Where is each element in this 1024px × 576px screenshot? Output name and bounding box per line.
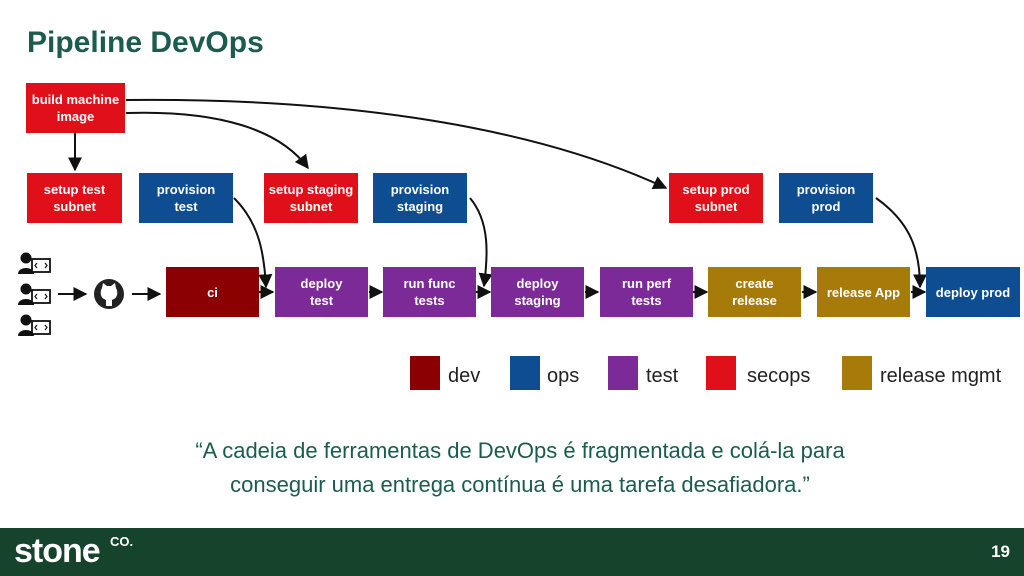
legend-label-ops: ops — [547, 365, 579, 387]
box-setup-staging-subnet-rect — [264, 173, 358, 223]
legend-swatch-secops — [706, 356, 736, 390]
box-provision-staging-rect — [373, 173, 467, 223]
arrow-provision-test-to-deploy-test — [233, 197, 273, 289]
box-release-app-label: release App — [827, 285, 900, 300]
box-setup-staging-subnet: setup staging subnet — [264, 173, 358, 223]
box-provision-test-rect — [139, 173, 233, 223]
box-setup-test-subnet-rect — [27, 173, 122, 223]
box-deploy-test-rect — [275, 267, 368, 317]
box-create-release-rect — [708, 267, 801, 317]
arrow-provision-staging-to-deploy-staging — [469, 197, 493, 288]
box-provision-prod: provision prod — [779, 173, 873, 223]
developer-icon — [18, 252, 51, 274]
box-provision-test: provision test — [139, 173, 233, 223]
box-ci-rect — [166, 267, 259, 317]
legend-swatch-ops — [510, 356, 540, 390]
box-provision-staging-label-1: provision — [391, 182, 450, 197]
developer-icon — [18, 314, 51, 336]
box-ci: ci — [166, 267, 259, 317]
box-run-perf-tests-label-1: run perf — [622, 276, 672, 291]
legend-swatch-test — [608, 356, 638, 390]
box-provision-prod-label-1: provision — [797, 182, 856, 197]
box-provision-test-label-1: provision — [157, 182, 216, 197]
box-deploy-staging-label-1: deploy — [517, 276, 560, 291]
github-icon — [94, 279, 124, 309]
page-title: Pipeline DevOps — [27, 26, 264, 59]
box-run-func-tests-label-1: run func — [404, 276, 456, 291]
box-build-machine-image-rect — [26, 83, 125, 133]
box-deploy-staging: deploy staging — [491, 267, 584, 317]
pipeline-diagram: build machine image setup test subnet pr… — [18, 83, 1020, 390]
arrow-build-to-setup-prod — [125, 98, 668, 190]
box-setup-prod-subnet-label-1: setup prod — [682, 182, 749, 197]
quote-line-1: “A cadeia de ferramentas de DevOps é fra… — [195, 438, 845, 463]
box-run-perf-tests-rect — [600, 267, 693, 317]
box-run-perf-tests: run perf tests — [600, 267, 693, 317]
legend-swatch-release-mgmt — [842, 356, 872, 390]
box-build-machine-image-label-2: image — [57, 109, 95, 124]
stone-logo-suffix: CO. — [110, 534, 134, 549]
box-deploy-prod-rect — [926, 267, 1020, 317]
box-deploy-test: deploy test — [275, 267, 368, 317]
box-ci-label: ci — [207, 285, 218, 300]
box-run-func-tests-label-2: tests — [414, 293, 444, 308]
box-setup-prod-subnet-label-2: subnet — [695, 199, 738, 214]
developer-icon — [18, 283, 51, 305]
quote-line-2: conseguir uma entrega contínua é uma tar… — [230, 472, 810, 497]
box-deploy-staging-rect — [491, 267, 584, 317]
stone-logo: stone — [14, 532, 101, 570]
box-setup-staging-subnet-label-1: setup staging — [269, 182, 354, 197]
box-release-app: release App — [817, 267, 910, 317]
box-deploy-prod-label: deploy prod — [936, 285, 1010, 300]
box-deploy-test-label-1: deploy — [301, 276, 344, 291]
box-setup-test-subnet: setup test subnet — [27, 173, 122, 223]
quote: “A cadeia de ferramentas de DevOps é fra… — [60, 434, 980, 502]
arrows — [58, 98, 927, 301]
box-build-machine-image: build machine image — [26, 83, 125, 133]
box-setup-staging-subnet-label-2: subnet — [290, 199, 333, 214]
legend-label-secops: secops — [747, 365, 810, 387]
box-provision-prod-rect — [779, 173, 873, 223]
box-run-func-tests-rect — [383, 267, 476, 317]
box-setup-prod-subnet: setup prod subnet — [669, 173, 763, 223]
box-setup-test-subnet-label-1: setup test — [44, 182, 106, 197]
arrow-provision-prod-to-deploy-prod — [875, 197, 927, 289]
box-create-release-label-2: release — [732, 293, 777, 308]
legend-label-test: test — [646, 365, 679, 387]
box-deploy-staging-label-2: staging — [514, 293, 560, 308]
box-create-release-label-1: create — [735, 276, 773, 291]
footer-bar: stone CO. 19 — [0, 528, 1024, 576]
box-deploy-test-label-2: test — [310, 293, 334, 308]
box-release-app-rect — [817, 267, 910, 317]
box-run-func-tests: run func tests — [383, 267, 476, 317]
box-build-machine-image-label-1: build machine — [32, 92, 119, 107]
box-provision-prod-label-2: prod — [812, 199, 841, 214]
legend-label-release-mgmt: release mgmt — [880, 365, 1002, 387]
legend: dev ops test secops release mgmt — [410, 356, 1002, 390]
box-deploy-prod: deploy prod — [926, 267, 1020, 317]
box-run-perf-tests-label-2: tests — [631, 293, 661, 308]
box-provision-test-label-2: test — [174, 199, 198, 214]
legend-label-dev: dev — [448, 365, 480, 387]
page-number: 19 — [991, 542, 1010, 561]
box-create-release: create release — [708, 267, 801, 317]
box-provision-staging: provision staging — [373, 173, 467, 223]
box-provision-staging-label-2: staging — [397, 199, 443, 214]
box-setup-prod-subnet-rect — [669, 173, 763, 223]
arrow-build-to-setup-staging — [125, 111, 309, 170]
legend-swatch-dev — [410, 356, 440, 390]
box-setup-test-subnet-label-2: subnet — [53, 199, 96, 214]
